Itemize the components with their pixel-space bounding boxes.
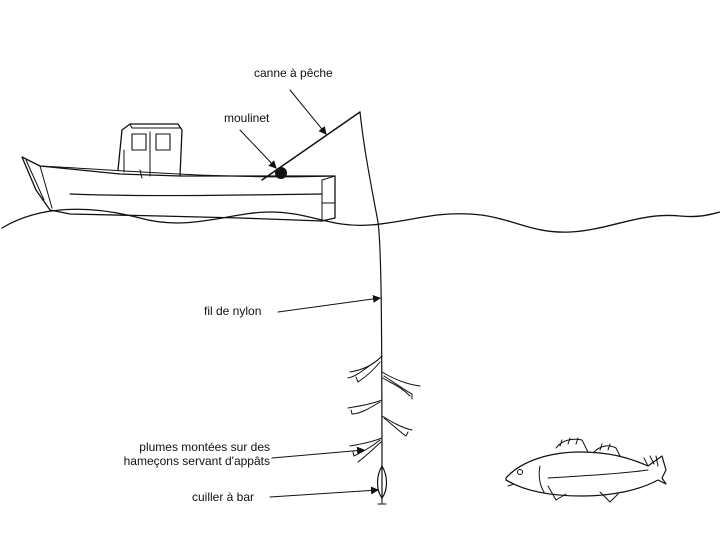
- label-plumes: plumes montées sur des hameçons servant …: [94, 440, 270, 468]
- sea-bass-fish: [505, 437, 667, 503]
- label-plumes-line2: hameçons servant d'appâts: [123, 454, 270, 468]
- arrow-plumes: [271, 446, 365, 459]
- arrow-cuiller: [269, 486, 379, 498]
- arrow-fil: [277, 294, 381, 313]
- label-fil: fil de nylon: [204, 304, 262, 318]
- boat: [21, 123, 336, 222]
- arrow-canne: [289, 89, 327, 135]
- label-plumes-line1: plumes montées sur des: [139, 440, 270, 454]
- sea-surface: [1, 208, 720, 233]
- label-cuiller: cuiller à bar: [192, 490, 255, 504]
- label-canne: canne à pêche: [254, 66, 333, 80]
- label-moulinet: moulinet: [224, 111, 270, 125]
- arrow-moulinet: [239, 129, 277, 169]
- nylon-line: [359, 111, 383, 501]
- feather-lures: [347, 355, 421, 463]
- reel: [275, 167, 287, 179]
